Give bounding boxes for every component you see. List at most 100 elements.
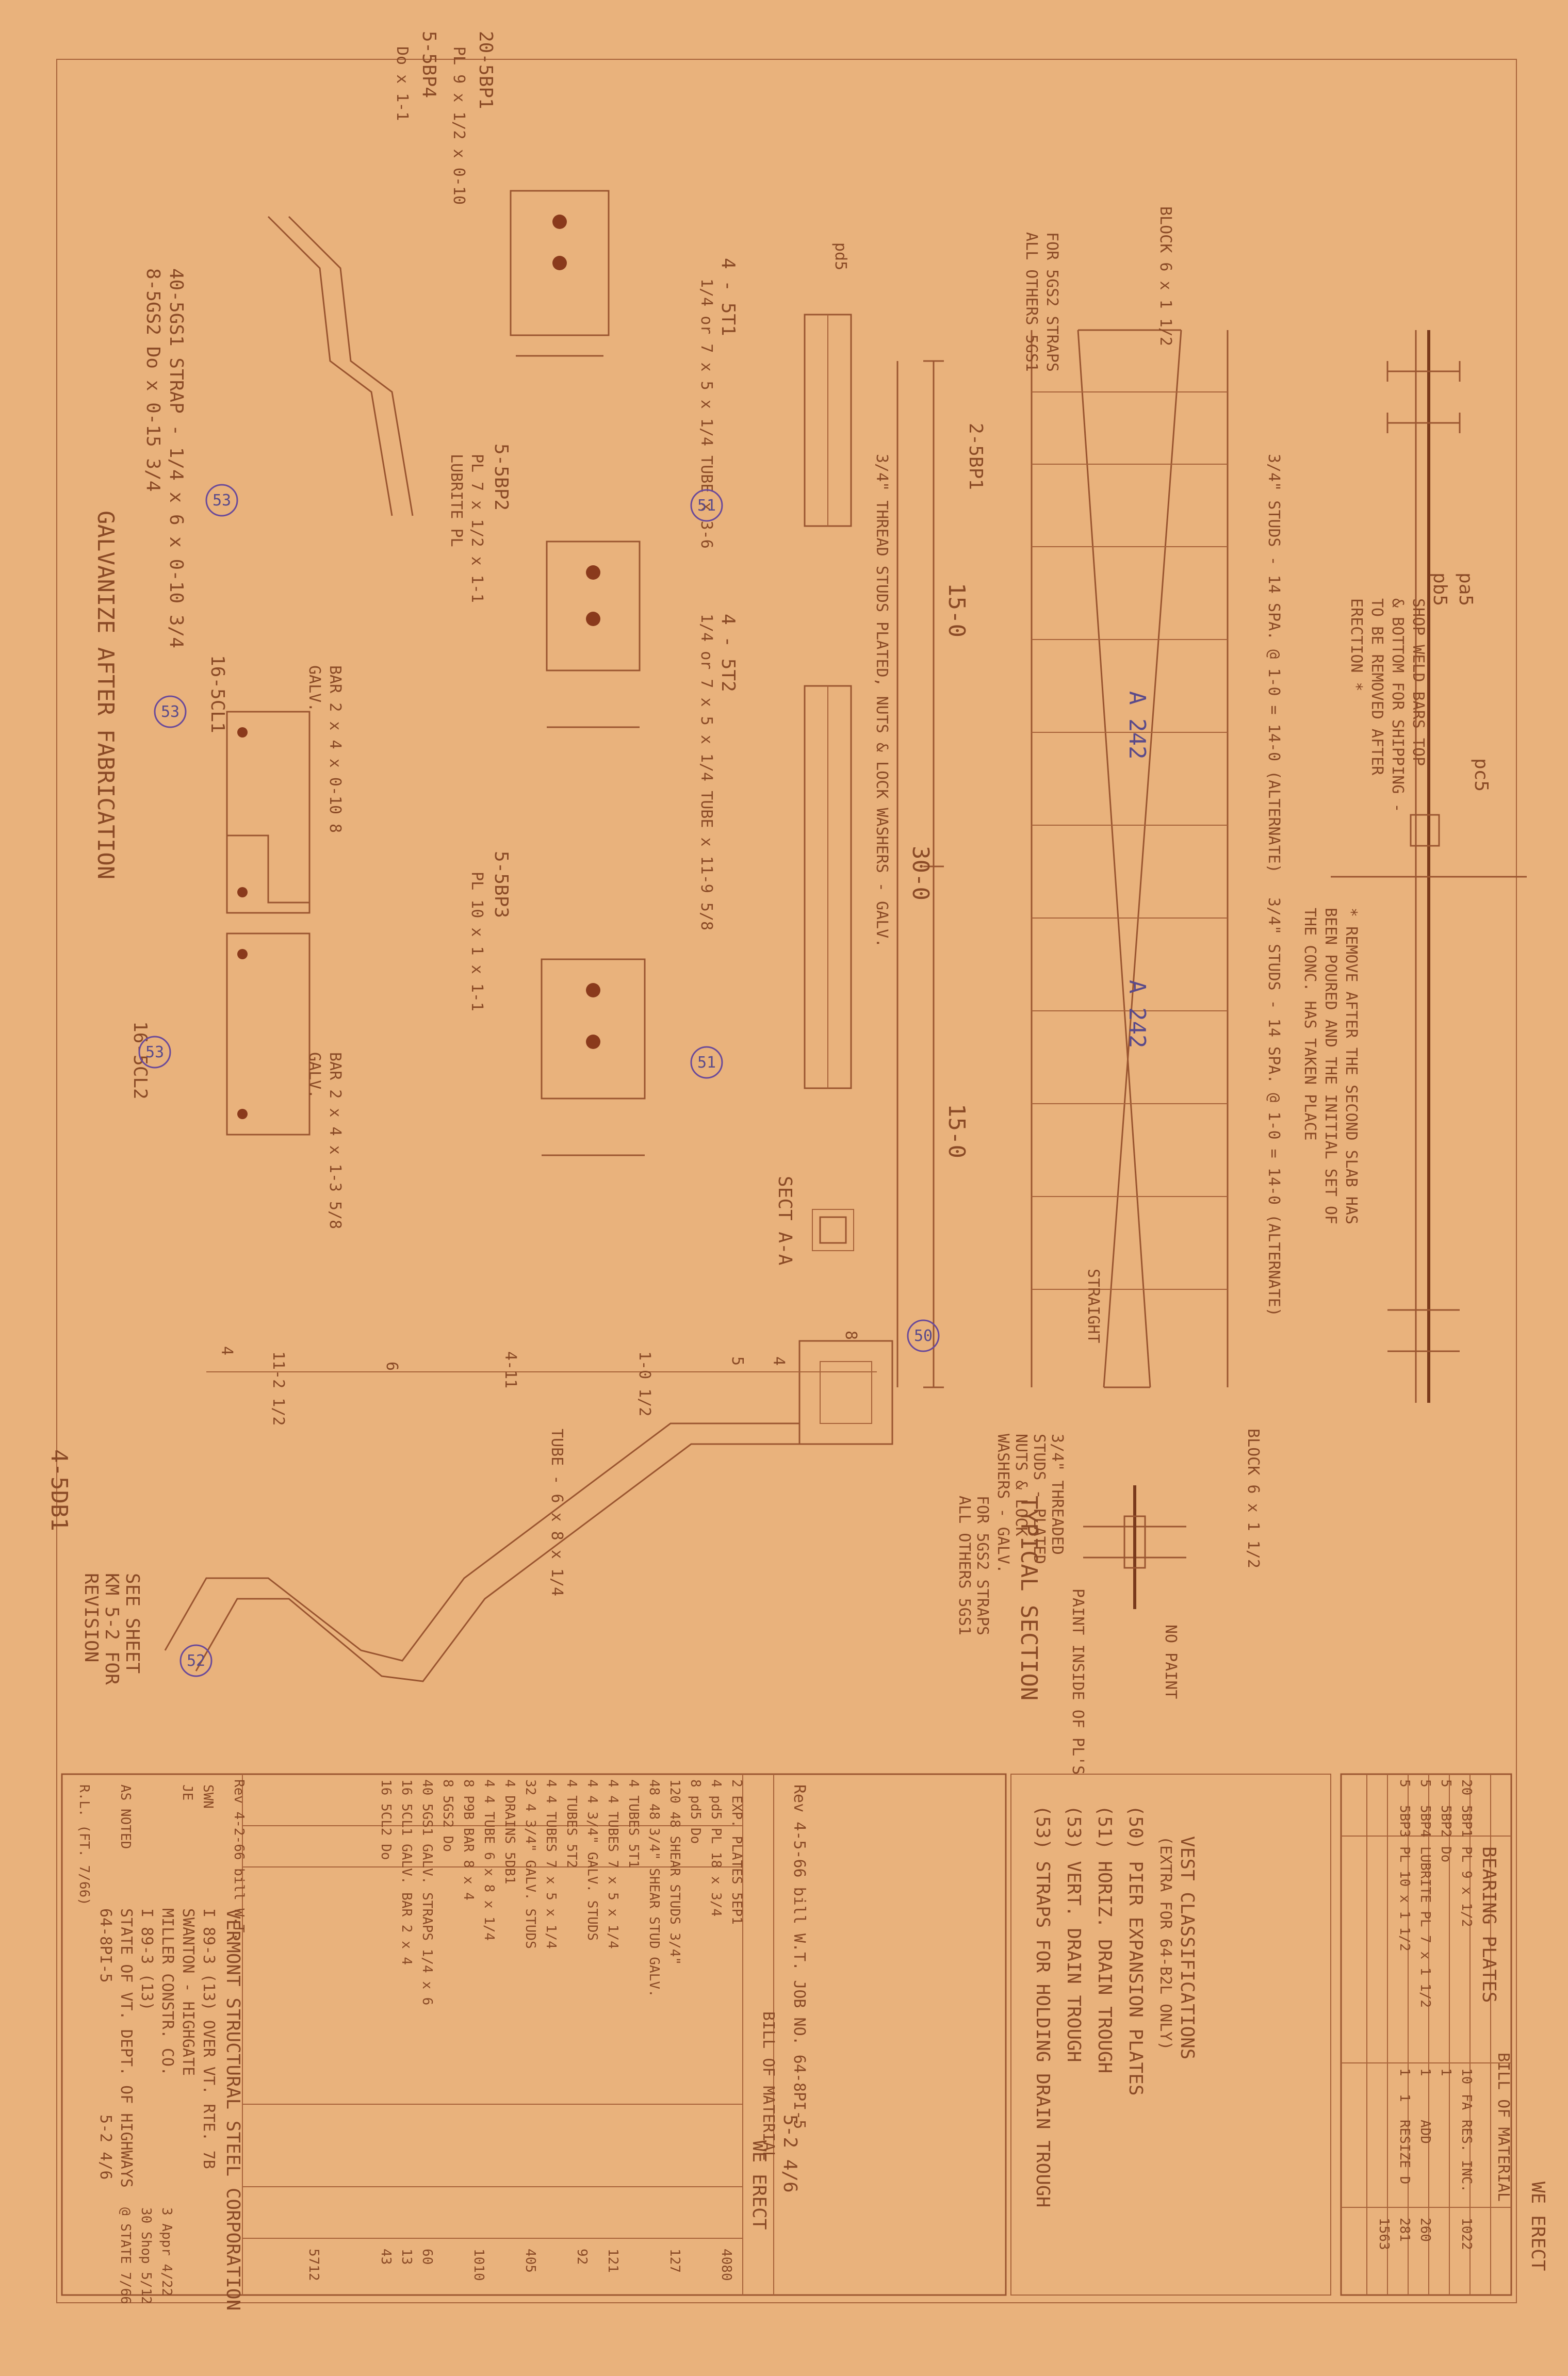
svg-text:1: 1 [1417, 2068, 1433, 2076]
svg-text:& BOTTOM FOR SHIPPING -: & BOTTOM FOR SHIPPING - [1389, 598, 1407, 812]
svg-text:52: 52 [187, 1652, 205, 1670]
rev-line-2: 30 Shop 5/12 [138, 2207, 154, 2304]
contract: I 89-3 (13) [138, 1908, 156, 2011]
bom-main-sheet-no: 5-2 4/6 [779, 2115, 801, 2193]
svg-text:1: 1 [1397, 2094, 1412, 2102]
svg-text:53: 53 [145, 1043, 164, 1061]
shop-weld-note: SHOP WELD BARS TOP & BOTTOM FOR SHIPPING… [1347, 598, 1427, 812]
thread-studs-note: 3/4" THREAD STUDS PLATED, NUTS & LOCK WA… [873, 454, 891, 947]
bearing-plate-5bp1: 20-5BP1 PL 9 x 1/2 x 0-10 5-5BP4 Do x 1-… [393, 31, 610, 357]
approved-by: R.L. (FT. 7/66) [76, 1784, 92, 1906]
location: SWANTON - HIGHGATE [179, 1908, 197, 2076]
svg-text:16 5CL2 Do: 16 5CL2 Do [378, 1779, 394, 1860]
svg-text:STUDS - PLATED: STUDS - PLATED [1030, 1434, 1048, 1564]
svg-text:43: 43 [378, 2249, 394, 2265]
svg-text:ALL OTHERS 5GS1: ALL OTHERS 5GS1 [1022, 232, 1040, 372]
svg-text:10: 10 [1459, 2068, 1474, 2084]
sect-aa-label: SECT A-A [774, 1176, 795, 1266]
job-no: 64-8PI-5 [96, 1908, 115, 1983]
studs-note-bottom: 3/4" STUDS - 14 SPA. @ 1-0 = 14-0 (ALTER… [1265, 897, 1283, 1317]
svg-text:THE CONC. HAS TAKEN PLACE: THE CONC. HAS TAKEN PLACE [1301, 908, 1319, 1141]
sheet-no: 5-2 4/6 [96, 2115, 115, 2180]
svg-text:4: 4 [218, 1346, 236, 1355]
for-5gs2-note-bottom: FOR 5GS2 STRAPS [973, 1496, 991, 1635]
title-block: VERMONT STRUCTURAL STEEL CORPORATION I 8… [76, 1779, 247, 2311]
svg-text:RESIZE D: RESIZE D [1397, 2120, 1412, 2184]
checked-by: JE [179, 1784, 195, 1800]
svg-text:RES. INC.: RES. INC. [1459, 2120, 1474, 2192]
svg-text:127: 127 [667, 2249, 682, 2273]
rev-line-1: 3 Appr 4/22 [159, 2207, 174, 2296]
straight-label: STRAIGHT [1084, 1269, 1102, 1343]
svg-text:260: 260 [1417, 2218, 1433, 2242]
svg-text:1010: 1010 [471, 2249, 486, 2281]
svg-text:5BP4: 5BP4 [1417, 1805, 1433, 1838]
rev-line-3: @ STATE 7/66 [118, 2207, 133, 2304]
svg-text:1: 1 [1438, 2068, 1453, 2076]
dim-15-a: 15-0 [943, 583, 970, 637]
bp4-mark: 5-5BP4 [418, 31, 439, 98]
for-5gs2-note-top: FOR 5GS2 STRAPS ALL OTHERS 5GS1 pd5 [831, 232, 1061, 372]
svg-text:40 5GS1 GALV. STRAPS 1/4 x 6: 40 5GS1 GALV. STRAPS 1/4 x 6 [419, 1779, 435, 2005]
bom-top-list: VEST CLASSIFICATIONS (EXTRA FOR 64-B2L O… [1010, 1774, 1331, 2296]
svg-text:8 pd5 Do: 8 pd5 Do [688, 1779, 703, 1844]
svg-text:PL 9 x 1/2: PL 9 x 1/2 [1459, 1846, 1474, 1927]
bom-main-rows: 2 EXP. PLATES 5EP1 4 pd5 PL 18 x 3/4 8 p… [378, 1779, 744, 2005]
bp1-desc: PL 9 x 1/2 x 0-10 [450, 46, 468, 205]
svg-text:51: 51 [697, 497, 716, 515]
svg-text:4 TUBES 5T1: 4 TUBES 5T1 [626, 1779, 641, 1868]
svg-text:5BP3: 5BP3 [1397, 1805, 1412, 1838]
svg-text:(51) HORIZ. DRAIN TROUGH: (51) HORIZ. DRAIN TROUGH [1094, 1805, 1115, 2073]
svg-text:PL 10 x 1 1/2: PL 10 x 1 1/2 [1397, 1846, 1412, 1952]
svg-text:1022: 1022 [1459, 2218, 1474, 2250]
svg-text:5: 5 [1438, 1779, 1453, 1788]
block-bottom-label: BLOCK 6 x 1 1/2 [1244, 1429, 1262, 1568]
paint-inside-note: PAINT INSIDE OF PL'S [1069, 1588, 1087, 1775]
threaded-studs-note: 3/4" THREADED [1048, 1434, 1066, 1555]
svg-text:1: 1 [1397, 2068, 1412, 2076]
bp4-desc: Do x 1-1 [393, 46, 411, 121]
pc5-label: pc5 [1471, 758, 1492, 792]
cl1-mark: 16-5CL1 [207, 655, 228, 733]
clip-5cl2: 16-5CL2 BAR 2 x 4 x 1-3 5/8 GALV. [129, 834, 344, 1229]
svg-text:50: 50 [914, 1327, 933, 1345]
svg-text:VEST CLASSIFICATIONS: VEST CLASSIFICATIONS [1177, 1836, 1198, 2059]
remove-after-note: * REMOVE AFTER THE SECOND SLAB HAS BEEN … [1301, 908, 1360, 1224]
overall-dimension: 15-0 15-0 30-0 2-5BP1 [896, 360, 986, 1388]
cl2-mark: 16-5CL2 [129, 1021, 151, 1100]
architect: STATE OF VT. DEPT. OF HIGHWAYS [117, 1908, 135, 2188]
bp1-sheet-mark: 2-5BP1 [965, 423, 986, 490]
galvanize-note: GALVANIZE AFTER FABRICATION [92, 511, 119, 879]
svg-text:16 5CL1 GALV. BAR 2 x 4: 16 5CL1 GALV. BAR 2 x 4 [399, 1779, 414, 1965]
expansion-plate-elevation: A 242 A 242 3/4" STUDS - 14 SPA. @ 1-0 =… [1031, 206, 1283, 1568]
svg-text:4 4 TUBES 7 x 5 x 1/4: 4 4 TUBES 7 x 5 x 1/4 [605, 1779, 620, 1949]
bearing-plate-5bp2: 5-5BP2 PL 7 x 1/2 x 1-1 LUBRITE PL [447, 444, 641, 728]
rev-note: Rev 4-2-66 bill W.T. [231, 1779, 247, 1941]
straps-5gs: 40-5GS1 STRAP - 1/4 x 6 x 0-10 3/4 8-5GS… [142, 216, 414, 648]
drain-5db1: 4-5DB1 TUBE - 6 x 8 x 1/4 SEE SHEET KM 5… [46, 1331, 893, 1685]
svg-text:8 P9B BAR 8 x 4: 8 P9B BAR 8 x 4 [461, 1779, 476, 1900]
svg-text:8: 8 [842, 1331, 860, 1340]
bp2-mark: 5-5BP2 [491, 444, 512, 511]
company-name: VERMONT STRUCTURAL STEEL CORPORATION [222, 1908, 243, 2311]
svg-text:BEEN POURED AND THE INITIAL SE: BEEN POURED AND THE INITIAL SET OF [1321, 908, 1340, 1224]
svg-text:SHOP WELD BARS TOP: SHOP WELD BARS TOP [1409, 598, 1427, 766]
gs1-mark: 40-5GS1 STRAP - 1/4 x 6 x 0-10 3/4 [166, 268, 187, 648]
svg-text:4 DRAINS 5DB1: 4 DRAINS 5DB1 [502, 1779, 517, 1885]
tube-5t1: 4 - 5T1 1/4 or 7 x 5 x 1/4 TUBE x 3-6 [697, 258, 852, 549]
bp3-desc: PL 10 x 1 x 1-1 [468, 872, 486, 1011]
svg-text:32 4 3/4" GALV. STUDS: 32 4 3/4" GALV. STUDS [522, 1779, 538, 1949]
piece-circles: 50 51 51 52 53 53 53 [138, 484, 940, 1677]
db1-dimensions: 4 11-2 1/2 6 4-11 1-0 1/2 5 4 8 [218, 1331, 860, 1426]
sheet-border [56, 59, 1517, 2303]
bom-top-title: BILL OF MATERIAL [1494, 2053, 1512, 2202]
svg-text:4 pd5 PL 18 x 3/4: 4 pd5 PL 18 x 3/4 [708, 1779, 724, 1916]
pa5-label: pa5 [1455, 572, 1476, 606]
svg-text:4 4 TUBES 7 x 5 x 1/4: 4 4 TUBES 7 x 5 x 1/4 [543, 1779, 559, 1949]
bp3-mark: 5-5BP3 [491, 851, 512, 918]
svg-text:121: 121 [605, 2249, 620, 2273]
bearing-plate-5bp3: 5-5BP3 PL 10 x 1 x 1-1 [468, 851, 646, 1156]
bom-top-we-erect: WE ERECT [1527, 2182, 1548, 2271]
tube-label: TUBE - 6 x 8 x 1/4 [548, 1429, 566, 1596]
